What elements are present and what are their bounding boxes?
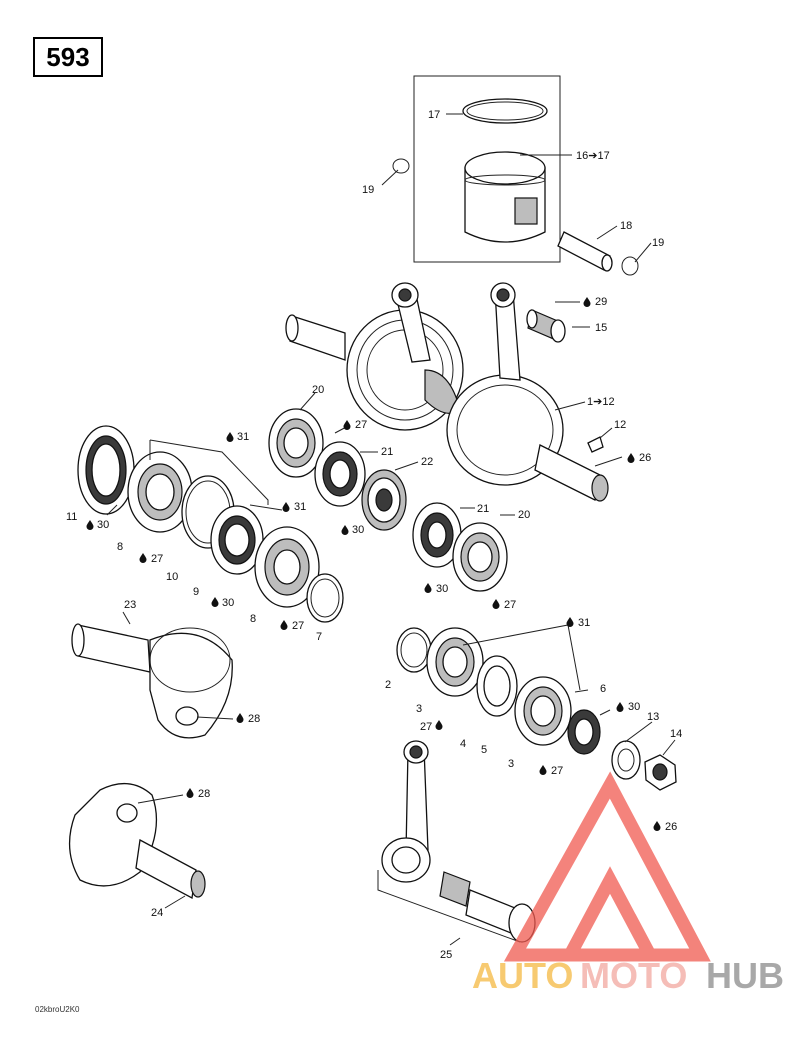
callout-15: 15 — [595, 322, 607, 334]
callout-27-f: 27 — [551, 765, 563, 777]
callout-19-lower: 19 — [652, 237, 664, 249]
callout-3-upper: 3 — [416, 703, 422, 715]
gear-22 — [361, 469, 407, 531]
bearing-8-left — [127, 451, 193, 533]
ring-2 — [396, 627, 432, 673]
callout-6: 6 — [600, 683, 606, 695]
automotohub-watermark: AUTO MOTO HUB — [472, 771, 784, 996]
callout-30-c: 30 — [222, 597, 234, 609]
callout-16-17: 16➔17 — [576, 150, 610, 162]
half-crankshaft-24 — [68, 783, 206, 900]
callout-31-b: 31 — [294, 501, 306, 513]
callout-8-left: 8 — [117, 541, 123, 553]
crankshaft-assembly — [285, 282, 609, 502]
callout-20-lower: 20 — [518, 509, 530, 521]
bearing-3-upper — [426, 627, 484, 697]
spacer-4-5 — [476, 655, 518, 717]
bearing-20-lower — [452, 522, 508, 592]
brand-hub: HUB — [706, 955, 784, 996]
bearing-20-upper — [268, 408, 324, 478]
piston-kit-frame — [413, 75, 561, 263]
logo-triangle — [503, 771, 711, 962]
ring-7 — [306, 573, 344, 623]
bearing-8-right — [254, 526, 320, 608]
callout-1-12: 1➔12 — [587, 396, 615, 408]
callout-21-lower: 21 — [477, 503, 489, 515]
brand-moto: MOTO — [580, 955, 687, 996]
callout-27-a: 27 — [355, 419, 367, 431]
half-crankshaft-23 — [71, 623, 233, 739]
callout-11: 11 — [66, 511, 77, 523]
callout-3-lower: 3 — [508, 758, 514, 770]
callout-22: 22 — [421, 456, 433, 468]
seal-11 — [77, 425, 135, 515]
callout-10: 10 — [166, 571, 178, 583]
bearing-3-lower — [514, 676, 572, 746]
callout-30-e: 30 — [628, 701, 640, 713]
seal-21-upper — [314, 441, 366, 507]
callout-17: 17 — [428, 109, 440, 121]
woodruff-key — [587, 436, 604, 453]
callout-2: 2 — [385, 679, 391, 691]
circlip-upper — [392, 158, 410, 174]
seal-6 — [567, 709, 601, 755]
callout-28-b: 28 — [198, 788, 210, 800]
callout-14: 14 — [670, 728, 682, 740]
callout-25: 25 — [440, 949, 452, 961]
needle-bearing — [526, 309, 566, 343]
callout-29: 29 — [595, 296, 607, 308]
nut-14 — [644, 754, 677, 791]
seal-9 — [210, 505, 264, 575]
callout-19-upper: 19 — [362, 184, 374, 196]
callout-26-upper: 26 — [639, 452, 651, 464]
page-number-box: 593 — [33, 37, 103, 77]
callout-20-upper: 20 — [312, 384, 324, 396]
drawing-code: 02kbroU2K0 — [35, 1005, 80, 1014]
callout-27-c: 27 — [292, 620, 304, 632]
callout-5: 5 — [481, 744, 487, 756]
callout-4: 4 — [460, 738, 466, 750]
circlip-lower — [621, 256, 639, 276]
callout-9: 9 — [193, 586, 199, 598]
connecting-rod-25 — [381, 740, 536, 943]
callout-27-e: 27 — [420, 721, 432, 733]
callout-13: 13 — [647, 711, 659, 723]
piston-pin — [557, 231, 613, 272]
callout-27-b: 27 — [151, 553, 163, 565]
callout-31-c: 31 — [578, 617, 590, 629]
callout-30-a: 30 — [352, 524, 364, 536]
washer-13 — [611, 740, 641, 780]
callout-labels: 17 16➔17 19 18 19 29 15 1➔12 12 26 20 27… — [66, 109, 682, 961]
callout-21-upper: 21 — [381, 446, 393, 458]
callout-26-lower: 26 — [665, 821, 677, 833]
callout-23: 23 — [124, 599, 136, 611]
brand-auto: AUTO — [472, 955, 573, 996]
page-number: 593 — [46, 41, 90, 72]
piston — [464, 151, 546, 243]
callout-27-d: 27 — [504, 599, 516, 611]
leader-lines — [106, 113, 676, 946]
callout-12: 12 — [614, 419, 626, 431]
callout-24: 24 — [151, 907, 163, 919]
seal-21-lower — [412, 502, 462, 568]
callout-28-a: 28 — [248, 713, 260, 725]
callout-30-d: 30 — [436, 583, 448, 595]
callout-7: 7 — [316, 631, 322, 643]
callout-18: 18 — [620, 220, 632, 232]
callout-8-right: 8 — [250, 613, 256, 625]
callout-30-b: 30 — [97, 519, 109, 531]
callout-31-a: 31 — [237, 431, 249, 443]
piston-ring — [462, 98, 548, 124]
